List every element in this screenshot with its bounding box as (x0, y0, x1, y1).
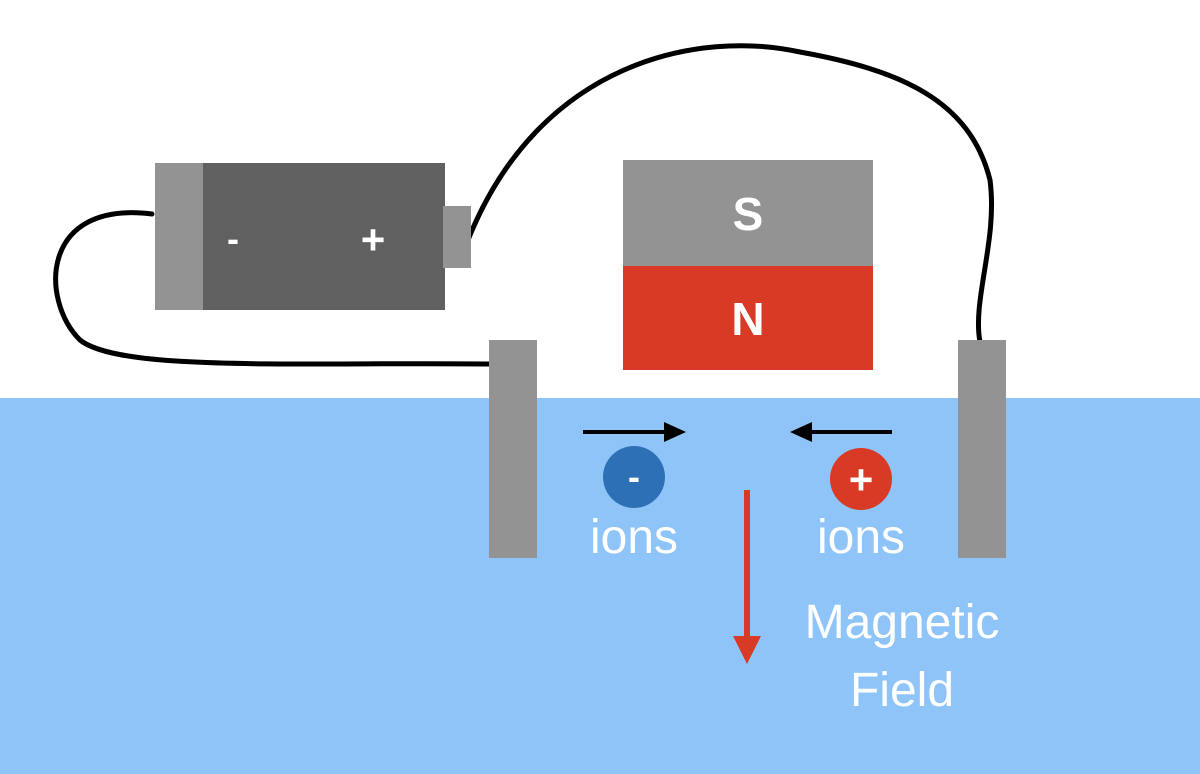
electrode-right (958, 340, 1006, 558)
magnet-north-pole (623, 266, 873, 370)
magnet-south-label: S (733, 188, 764, 240)
wire-left (53, 210, 495, 367)
positive-ion: + ions (817, 448, 905, 564)
magnet-north-label: N (731, 293, 764, 345)
battery: - + (155, 163, 471, 310)
magnetic-field-label-line1: Magnetic (805, 596, 1000, 649)
battery-negative-end (155, 163, 203, 310)
negative-ion-arrow (583, 422, 686, 442)
battery-negative-label: - (227, 218, 239, 259)
negative-ion: - ions (590, 446, 678, 564)
negative-ion-sign: - (628, 456, 640, 497)
water (0, 398, 1200, 774)
negative-ion-circle (603, 446, 665, 508)
magnet-south-pole (623, 160, 873, 266)
magnet: S N (623, 160, 873, 370)
wire-right (465, 43, 995, 345)
positive-ion-arrow (790, 422, 892, 442)
positive-ion-sign: + (849, 456, 874, 503)
battery-positive-label: + (361, 216, 386, 263)
magnetic-field-arrow (733, 490, 761, 664)
positive-ion-label: ions (817, 511, 905, 564)
negative-ion-label: ions (590, 511, 678, 564)
electrode-left (489, 340, 537, 558)
positive-ion-circle (830, 448, 892, 510)
magnetic-field-label-line2: Field (850, 664, 954, 717)
battery-body (203, 163, 445, 310)
battery-terminal (443, 206, 471, 268)
